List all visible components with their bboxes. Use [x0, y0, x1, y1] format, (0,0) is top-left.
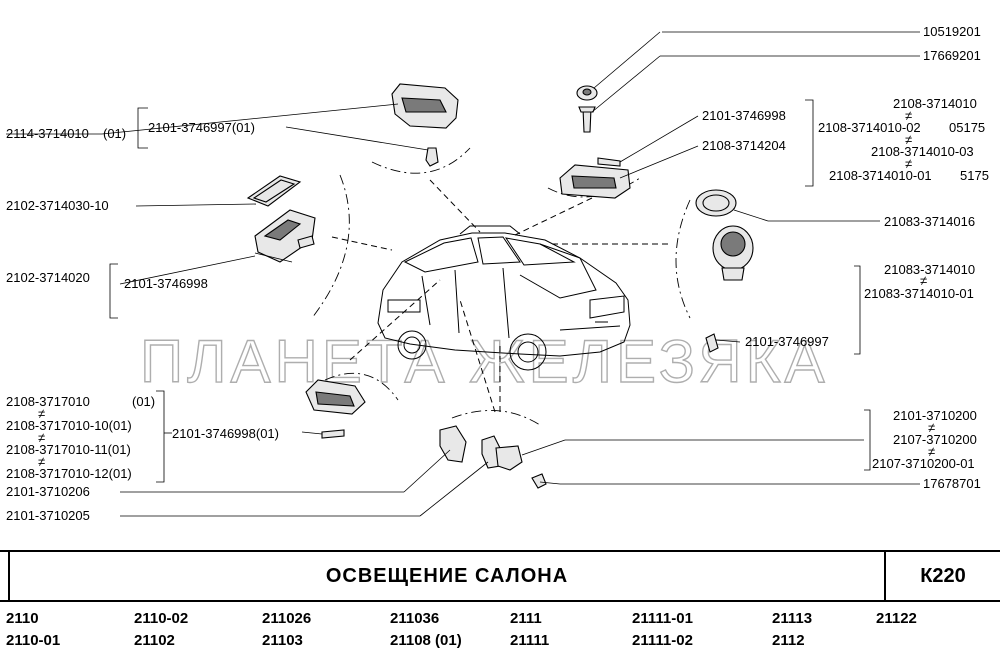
- roof-lamp-part: [391, 83, 459, 167]
- label-2108-3714010-02: 2108-3714010-02: [818, 120, 921, 135]
- label-5175: 5175: [960, 168, 989, 183]
- replaced-mark-7: ≠: [38, 454, 45, 469]
- car-drawing: [377, 225, 631, 371]
- arc-lower-center: [451, 410, 541, 426]
- door-lamp-body-part: [254, 209, 316, 263]
- model-code: 211026: [262, 610, 312, 627]
- label-2114-suffix: (01): [103, 126, 126, 141]
- label-17669201: 17669201: [923, 48, 981, 63]
- label-2102-3714030-10: 2102-3714030-10: [6, 198, 109, 213]
- model-code: 21113: [772, 610, 813, 627]
- model-code: 2111: [510, 610, 542, 627]
- arc-lower-left: [324, 372, 399, 401]
- label-2108-3717010: 2108-3717010: [6, 394, 90, 409]
- leader-lines: [6, 31, 920, 517]
- label-21083-3714010: 21083-3714010: [884, 262, 975, 277]
- label-2101-3746997-right: 2101-3746997: [745, 334, 829, 349]
- model-code: 21108 (01): [390, 632, 462, 649]
- page-title: ОСВЕЩЕНИЕ САЛОНА: [8, 552, 886, 600]
- label-17678701: 17678701: [923, 476, 981, 491]
- label-2108-3714010-03: 2108-3714010-03: [871, 144, 974, 159]
- arrow-door-lamp: [331, 236, 393, 251]
- label-05175: 05175: [949, 120, 985, 135]
- model-code: 21111-01: [632, 610, 693, 627]
- replaced-mark-1: ≠: [905, 108, 912, 123]
- label-2114-3714010: 2114-3714010: [6, 126, 89, 141]
- door-lamp-lens-part: [246, 175, 302, 207]
- section-code: К220: [920, 564, 966, 587]
- replaced-mark-2: ≠: [905, 132, 912, 147]
- watermark-text: ПЛАНЕТА ЖЕЛЕЗЯКА: [140, 328, 829, 395]
- arc-left: [311, 174, 350, 319]
- door-switch-parts: [439, 425, 547, 489]
- label-2108-3714010-01: 2108-3714010-01: [829, 168, 932, 183]
- replaced-mark-8: ≠: [928, 420, 935, 435]
- trunk-lamp-part: [305, 379, 366, 439]
- arrow-rear-lamp: [514, 197, 593, 236]
- model-code: 21111: [510, 632, 550, 649]
- right-lamp-body-part: [705, 225, 754, 353]
- replaced-mark-6: ≠: [38, 430, 45, 445]
- model-code: 2110-01: [6, 632, 61, 649]
- model-code: 21102: [134, 632, 175, 649]
- label-10519201: 10519201: [923, 24, 981, 39]
- replaced-mark-5: ≠: [38, 406, 45, 421]
- label-2101-3710205: 2101-3710205: [6, 508, 90, 523]
- model-code: 211036: [390, 610, 440, 627]
- label-2101-3746997-01: 2101-3746997(01): [148, 120, 255, 135]
- label-2108-3714010: 2108-3714010: [893, 96, 977, 111]
- label-2101-3710206: 2101-3710206: [6, 484, 90, 499]
- arc-top-left: [371, 147, 471, 174]
- label-2108-3717010-10: 2108-3717010-10(01): [6, 418, 132, 433]
- parts-diagram: ПЛАНЕТА ЖЕЛЕЗЯКА: [6, 24, 989, 523]
- model-code: 21111-02: [632, 632, 693, 649]
- replaced-mark-4: ≠: [920, 273, 927, 288]
- rear-lamp-part: [559, 157, 631, 199]
- label-2101-3746998-left: 2101-3746998: [124, 276, 208, 291]
- label-2108-3717010-suffix: (01): [132, 394, 155, 409]
- right-lamp-lens-part: [695, 189, 737, 217]
- label-2101-3710200: 2101-3710200: [893, 408, 977, 423]
- replaced-mark-9: ≠: [928, 444, 935, 459]
- label-2102-3714020: 2102-3714020: [6, 270, 90, 285]
- label-2101-3746998-top: 2101-3746998: [702, 108, 786, 123]
- arrow-trunk-lamp: [349, 279, 441, 361]
- model-code: 21103: [262, 632, 303, 649]
- label-21083-3714016: 21083-3714016: [884, 214, 975, 229]
- model-code: 2110-02: [134, 610, 189, 627]
- label-2107-3710200-01: 2107-3710200-01: [872, 456, 975, 471]
- model-code: 21122: [876, 610, 917, 627]
- model-list: 2110 2110-02 211026 211036 2111 21111-01…: [0, 606, 1000, 666]
- label-2107-3710200: 2107-3710200: [893, 432, 977, 447]
- title-bar: ОСВЕЩЕНИЕ САЛОНА К220: [0, 550, 1000, 602]
- label-2108-3717010-12: 2108-3717010-12(01): [6, 466, 132, 481]
- arc-right: [675, 199, 691, 319]
- nut-screw-part: [576, 85, 598, 133]
- label-2108-3717010-11: 2108-3717010-11(01): [6, 442, 131, 457]
- label-2108-3714204: 2108-3714204: [702, 138, 786, 153]
- replaced-mark-3: ≠: [905, 156, 912, 171]
- model-code: 2112: [772, 632, 805, 649]
- label-21083-3714010-01: 21083-3714010-01: [864, 286, 974, 301]
- arrow-roof-lamp: [429, 179, 481, 233]
- label-2101-3746998-01: 2101-3746998(01): [172, 426, 279, 441]
- model-code: 2110: [6, 610, 39, 627]
